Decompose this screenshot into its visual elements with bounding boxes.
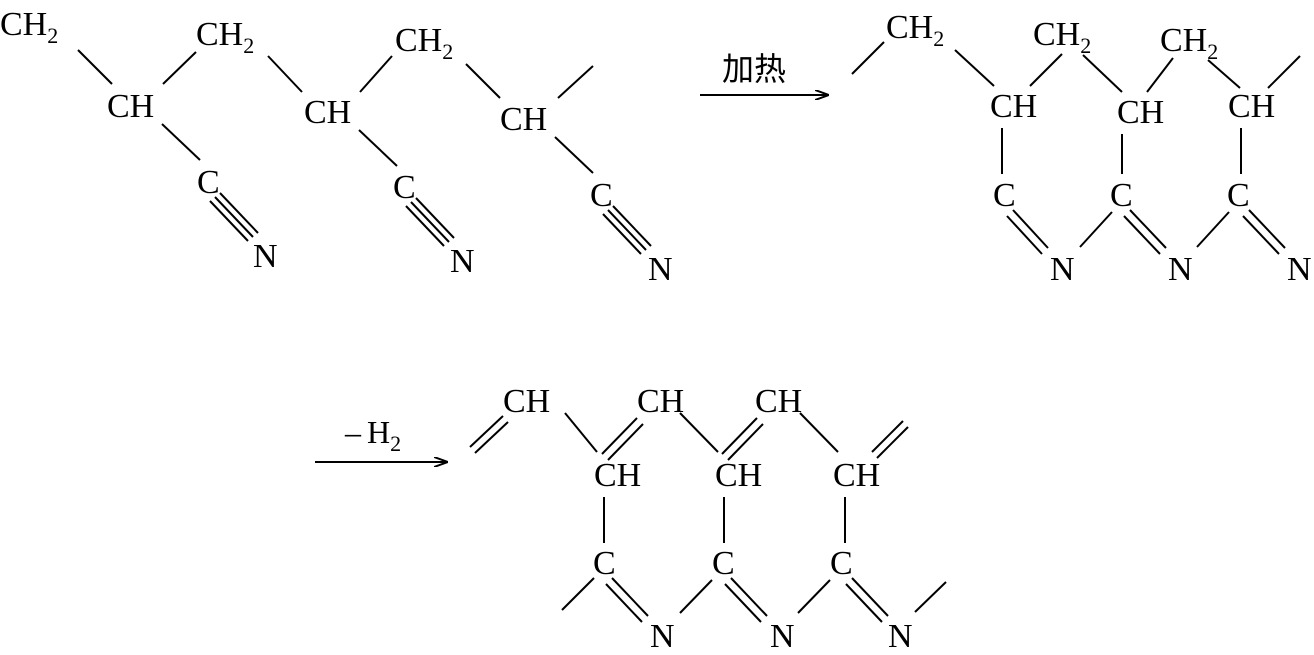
atom-ch-11: CH (715, 457, 762, 494)
atom-c-3: C (590, 177, 613, 214)
atom-c-1: C (197, 164, 220, 201)
atom-n-1: N (253, 238, 278, 275)
atom-ch2-4: CH2 (886, 9, 944, 51)
atom-ch-9: CH (755, 383, 802, 420)
atom-c-5: C (1110, 177, 1133, 214)
condition-heat: 加热 (722, 51, 786, 87)
atom-ch-7: CH (503, 383, 550, 420)
double-bonds-3 (469, 415, 909, 623)
atom-ch2-5: CH2 (1033, 16, 1091, 58)
atom-ch2-6: CH2 (1160, 22, 1218, 64)
atom-ch-1: CH (107, 88, 154, 125)
single-bonds-3 (561, 412, 947, 614)
single-bonds-2 (851, 41, 1301, 248)
atom-c-8: C (712, 545, 735, 582)
backbone-bonds-1 (77, 49, 594, 174)
atom-c-2: C (393, 169, 416, 206)
structure-cyclized: CH2 CH2 CH2 CH CH CH C C C N N N (851, 9, 1312, 288)
atom-n-5: N (1168, 251, 1193, 288)
atom-ch-10: CH (594, 457, 641, 494)
condition-minus-h2: –H2 (344, 414, 401, 456)
atom-ch-3: CH (500, 101, 547, 138)
atom-ch2-3: CH2 (395, 22, 453, 64)
atom-ch2-2: CH2 (196, 16, 254, 58)
atom-c-9: C (830, 545, 853, 582)
atom-ch-4: CH (990, 88, 1037, 125)
double-bonds-2 (1006, 209, 1286, 255)
atom-c-6: C (1227, 177, 1250, 214)
atom-n-3: N (648, 251, 673, 288)
atom-ch-2: CH (304, 94, 351, 131)
atom-n-4: N (1050, 251, 1075, 288)
atom-n-8: N (770, 618, 795, 655)
triple-bonds-1 (209, 192, 652, 255)
atom-ch-6: CH (1228, 88, 1275, 125)
atom-ch2-1: CH2 (0, 6, 58, 48)
atom-n-7: N (650, 618, 675, 655)
atom-ch-5: CH (1117, 94, 1164, 131)
arrow-dehydrogenation: –H2 (315, 414, 447, 462)
atom-c-7: C (593, 545, 616, 582)
atom-n-2: N (450, 243, 475, 280)
arrow-heat: 加热 (700, 51, 828, 95)
atom-n-6: N (1287, 251, 1312, 288)
atom-ch-12: CH (833, 457, 880, 494)
structure-polyacrylonitrile: CH2 CH2 CH2 CH CH CH C C C N N N (0, 6, 673, 288)
atom-ch-8: CH (637, 383, 684, 420)
atom-c-4: C (993, 177, 1016, 214)
structure-dehydrogenated: CH CH CH CH CH CH C C C N N N (469, 383, 947, 655)
atom-n-9: N (888, 618, 913, 655)
